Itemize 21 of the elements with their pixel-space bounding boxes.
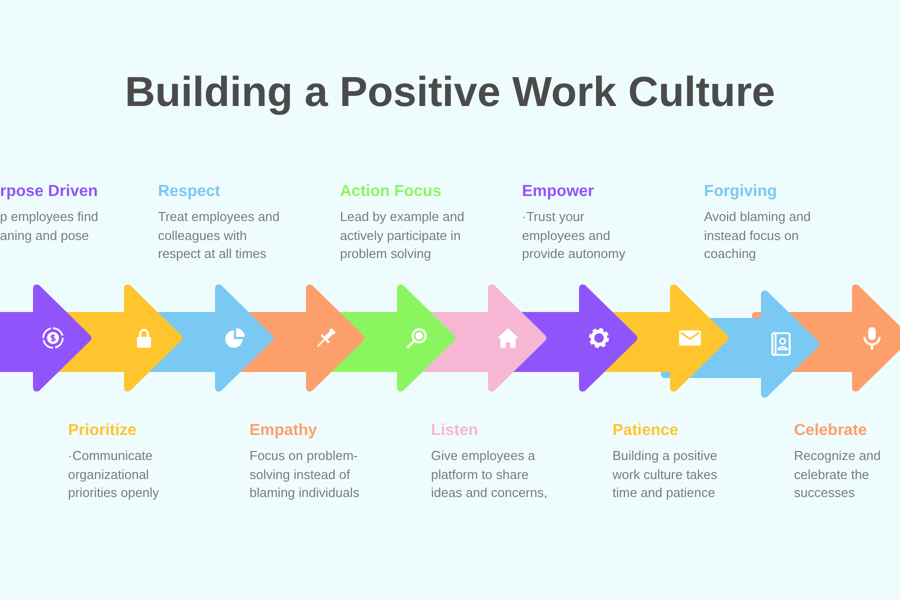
step-heading: Forgiving bbox=[704, 182, 777, 202]
step-heading: rpose Driven bbox=[0, 182, 98, 202]
title: Building a Positive Work Culture bbox=[124, 68, 776, 116]
step-description: Avoid blaming and instead focus on coaching bbox=[704, 208, 812, 263]
step-heading: Patience bbox=[612, 421, 678, 441]
step-description: Treat employees and colleagues with respect at all times bbox=[158, 208, 281, 263]
step-heading: Listen bbox=[431, 421, 478, 441]
step-description: Focus on problem-solving instead of blaming individuals bbox=[250, 447, 360, 502]
step-heading: Prioritize bbox=[68, 421, 136, 441]
step-description: Give employees a platform to share ideas and concerns, bbox=[431, 447, 548, 502]
step-description: Building a positive work culture takes time and patience bbox=[612, 447, 718, 502]
step-description: Recognize and celebrate the successes bbox=[794, 447, 882, 502]
step-description: Lead by example and actively participate in problem solving bbox=[340, 208, 466, 263]
step-heading: Action Focus bbox=[340, 182, 442, 202]
step-description: p employees find aning and pose bbox=[0, 208, 100, 245]
step-heading: Empower bbox=[522, 182, 594, 202]
step-heading: Respect bbox=[158, 182, 220, 202]
step-description: ·Trust your employees and provide autonomy bbox=[522, 208, 626, 263]
step-heading: Celebrate bbox=[794, 421, 867, 441]
step-description: ·Communicate organizational priorities openly bbox=[68, 447, 160, 502]
step-heading: Empathy bbox=[250, 421, 318, 441]
